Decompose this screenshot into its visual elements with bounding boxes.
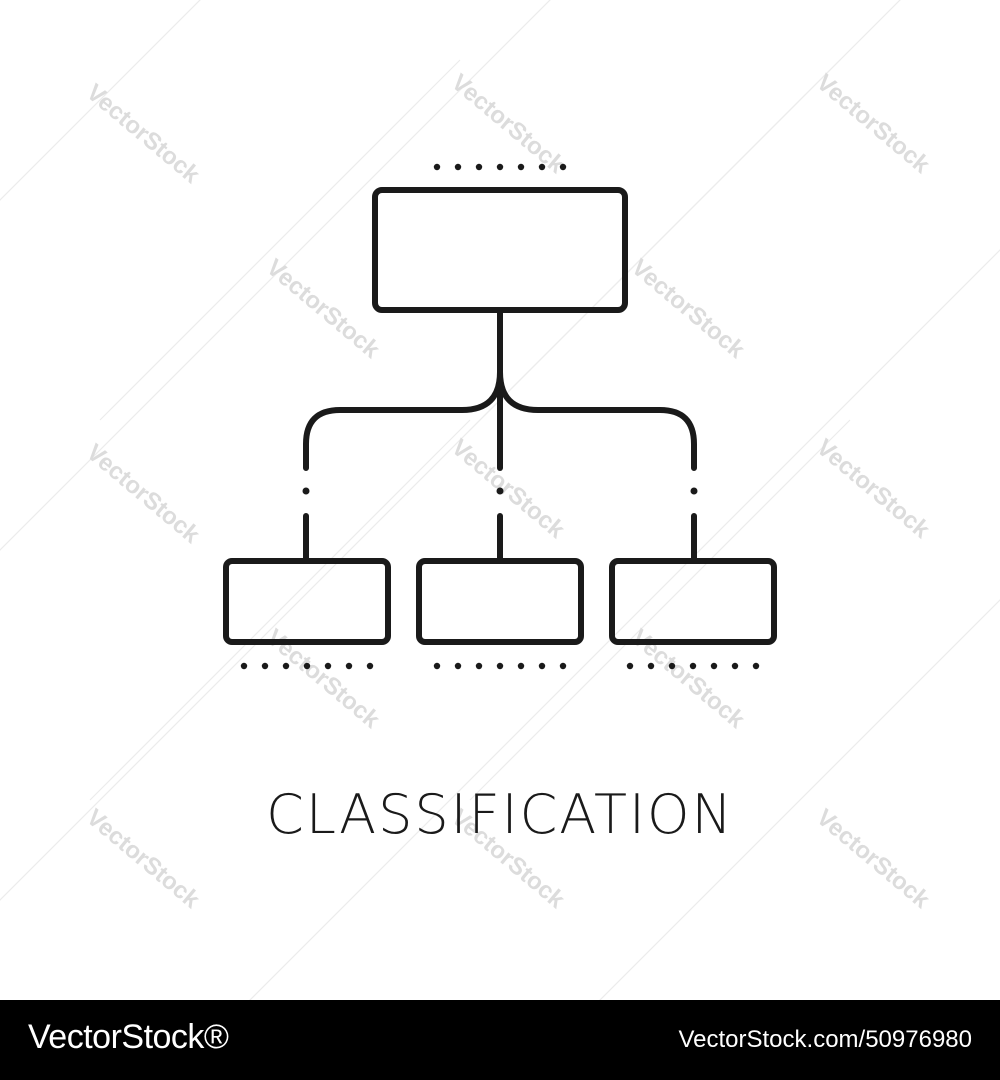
bottom-dotted-line-dot [559,662,567,670]
bottom-dotted-line-dot [689,662,697,670]
caption-title: CLASSIFICATION [266,783,734,846]
child-node-box-center [416,558,584,645]
top-dotted-line-dot [433,163,441,171]
bottom-dotted-line-dot [710,662,718,670]
image-url: VectorStock.com/50976980 [678,1026,972,1053]
bottom-dotted-line-dot [668,662,676,670]
bottom-dotted-line-dot [496,662,504,670]
gap-dot [496,487,504,495]
top-dotted-line-dot [454,163,462,171]
top-dotted-line-dot [538,163,546,171]
bottom-dotted-line-dot [303,662,311,670]
top-dotted-line-dot [496,163,504,171]
parent-node-box [372,187,628,313]
brand-logo: VectorStock® [28,1018,229,1056]
top-dotted-line-dot [475,163,483,171]
left-branch-connector [303,369,503,471]
bottom-dotted-line-dot [240,662,248,670]
top-dotted-line-dot [559,163,567,171]
bottom-dotted-line-dot [366,662,374,670]
bottom-dotted-line-dot [282,662,290,670]
bottom-dotted-line-dot [626,662,634,670]
bottom-dotted-line-dot [752,662,760,670]
bottom-dotted-line-dot [433,662,441,670]
gap-dot [302,487,310,495]
bottom-dotted-line-dot [475,662,483,670]
bottom-dotted-line-dot [517,662,525,670]
bottom-dotted-line-dot [454,662,462,670]
bottom-dotted-line-dot [731,662,739,670]
image-canvas: VectorStock VectorStock VectorStock Vect… [0,0,1000,1000]
bottom-dotted-line-dot [647,662,655,670]
child-node-box-left [223,558,391,645]
bottom-dotted-line-dot [538,662,546,670]
footer-bar: VectorStock® VectorStock.com/50976980 [0,1000,1000,1080]
gap-dot [690,487,698,495]
right-branch-connector [497,369,697,471]
top-dotted-line-dot [517,163,525,171]
hierarchy-tree-icon [223,163,777,670]
bottom-dotted-line-dot [324,662,332,670]
bottom-dotted-line-dot [261,662,269,670]
child-node-box-right [609,558,777,645]
bottom-dotted-line-dot [345,662,353,670]
dotted-lines [240,163,760,670]
